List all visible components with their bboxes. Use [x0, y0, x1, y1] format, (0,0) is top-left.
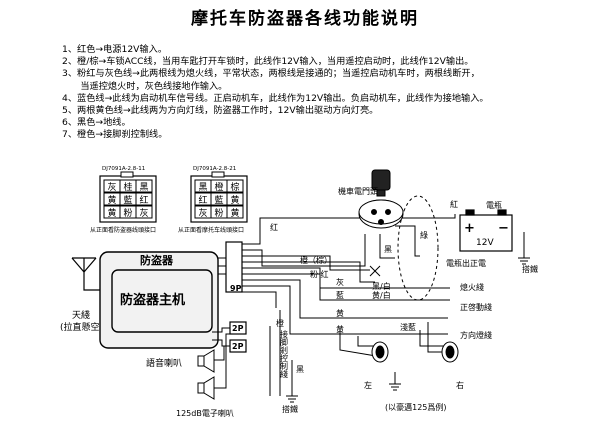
note-line: 4、蓝色线→此线为启动机车信号线。正启动机车，此线作为12V输出。负启动机车，此…	[62, 92, 489, 104]
note-line: 3、粉红与灰色线→此两根线为熄火线，平常状态，两根线是接通的；当遥控启动机车时，…	[62, 68, 480, 80]
pin-label: 黑	[198, 182, 207, 193]
pin-label: 粉	[123, 207, 132, 219]
alarm-small-label: 防盗器	[140, 253, 174, 267]
wire-yellow-white-label: 黄/白	[372, 290, 391, 300]
pin-label: 黄	[107, 194, 116, 206]
lamp-right-icon	[441, 341, 459, 363]
note-line: 2、橙/棕→车锁ACC线，当用车匙打开车锁时，此线作12V输入，当用遥控启动时，…	[62, 56, 474, 68]
note-line: 1、红色→电源12V输入。	[62, 44, 168, 55]
wire-light-blue-label: 淺藍	[400, 322, 416, 332]
battery-plus: +	[464, 221, 475, 236]
connector-key	[120, 171, 134, 178]
pin-cell	[135, 192, 153, 206]
ground-symbols	[286, 257, 530, 403]
pin-label: 红	[198, 194, 207, 206]
pin-label: 橙	[214, 181, 223, 193]
turn-line-label: 方向燈綫	[460, 330, 492, 340]
wire-pink-label: 粉 红	[310, 269, 329, 279]
dashed-oval	[397, 195, 439, 301]
alarm-main-box	[111, 269, 213, 333]
connector-right: DJ7091A-2.8-21 黑 橙 棕 红 藍 黄 灰 粉 黄 从正面看摩托车…	[178, 166, 248, 234]
note-line: 5、两根黄色线→此线两为方向灯线，防盗器工作时，12V输出驱动方向灯亮。	[62, 105, 379, 117]
brake-line-label: 接脚剎控制綫	[280, 329, 289, 379]
wire-yellow-lower-label: 黄	[336, 324, 344, 334]
connector-caption: 从正面看防盗器线頭接口	[90, 226, 156, 234]
pin-cell	[135, 205, 153, 219]
ignition-switch-icon	[358, 169, 404, 229]
pin-label: 灰	[107, 181, 116, 193]
connector-key	[211, 171, 225, 178]
plug-9p-label: 9P	[230, 284, 242, 293]
pin-label: 桂	[123, 181, 132, 193]
battery-pos-label: 電瓶出正電	[446, 258, 486, 268]
harness-wires	[242, 214, 525, 396]
pin-label: 黑	[139, 182, 148, 193]
pin-label: 黄	[230, 207, 239, 219]
pin-cell	[135, 179, 153, 193]
pin-label: 黄	[107, 207, 116, 219]
wire-orange-label: 橙	[276, 318, 284, 328]
page-title: 摩托车防盗器各线功能说明	[191, 9, 419, 29]
battery-icon	[459, 209, 513, 252]
wire-black2-label: 黑	[296, 365, 304, 374]
wire-orange-brown-label: 橙（棕）	[300, 255, 332, 265]
function-notes: 1、红色→电源12V输入。 2、橙/棕→车锁ACC线，当用车匙打开车锁时，此线作…	[62, 44, 602, 142]
pin-label: 灰	[198, 207, 207, 219]
wire-black-white-label: 黑/白	[372, 281, 391, 291]
ground-bottom-label: 搭鐵	[282, 404, 298, 414]
pin-label: 黄	[230, 194, 239, 206]
brake-line-text: 接脚剎控制綫	[280, 329, 289, 379]
note-line: 7、橙色→接脚刹控制线。	[62, 129, 168, 141]
battery-label: 電瓶	[486, 200, 502, 210]
connector-caption: 从正面看摩托车线頭接口	[178, 226, 244, 234]
start-line-label: 正啓動綫	[460, 302, 492, 312]
ignition-label: 機車電門頭	[338, 186, 378, 196]
voice-speaker-label: 語音喇叭	[146, 357, 182, 369]
switch-icon	[369, 265, 381, 277]
example-note: (以豪邁125爲例)	[385, 402, 447, 412]
antenna-note: (拉直懸空)	[60, 321, 103, 333]
flameout-line-label: 熄火綫	[460, 282, 484, 292]
wire-red-top-label: 紅	[450, 199, 458, 209]
antenna-label: 天綫	[72, 309, 90, 321]
ground-right-label: 搭鐵	[522, 264, 538, 274]
wire-yellow-label: 黄	[336, 308, 344, 318]
battery-minus: −	[498, 221, 509, 236]
buzzer-icon	[197, 376, 215, 400]
pin-cell	[226, 192, 244, 206]
lamp-left-label: 左	[364, 380, 372, 390]
wire-green-label: 綠	[420, 230, 428, 240]
connector-9p-body	[225, 241, 243, 293]
wire-gray-label: 灰	[336, 277, 344, 287]
note-line: 6、黑色→地线。	[62, 117, 131, 129]
plug-2p-b-label: 2P	[232, 342, 244, 351]
connector-left: DJ7091A-2.8-11 灰 桂 黑 黄 藍 红 黄 粉 灰 从正面看防盗器…	[90, 166, 157, 234]
internal-wires	[212, 257, 230, 389]
pin-label: 灰	[139, 207, 148, 219]
lamp-right-label: 右	[456, 380, 464, 390]
pin-label: 藍	[214, 194, 223, 206]
pin-label: 粉	[214, 207, 223, 219]
wire-black-label: 黑	[384, 245, 392, 254]
wire-blue-label: 藍	[336, 290, 344, 300]
voice-speaker-icon	[197, 349, 215, 373]
lamp-left-icon	[371, 341, 389, 363]
wire-red-left-label: 红	[270, 222, 278, 232]
note-line: 当遥控熄火时，灰色线接地作输入。	[62, 80, 228, 92]
pin-label: 棕	[230, 181, 239, 193]
alarm-main-label: 防盗器主机	[120, 292, 185, 308]
pin-label: 红	[139, 194, 148, 206]
pin-label: 藍	[123, 194, 132, 206]
plug-2p-a-label: 2P	[232, 324, 244, 333]
pin-cell	[226, 205, 244, 219]
connector-code: DJ7091A-2.8-21	[193, 166, 236, 172]
pin-cell	[226, 179, 244, 193]
buzzer-label: 125dB電子喇叭	[176, 408, 234, 418]
connector-code: DJ7091A-2.8-11	[102, 166, 145, 172]
battery-voltage: 12V	[476, 238, 494, 248]
